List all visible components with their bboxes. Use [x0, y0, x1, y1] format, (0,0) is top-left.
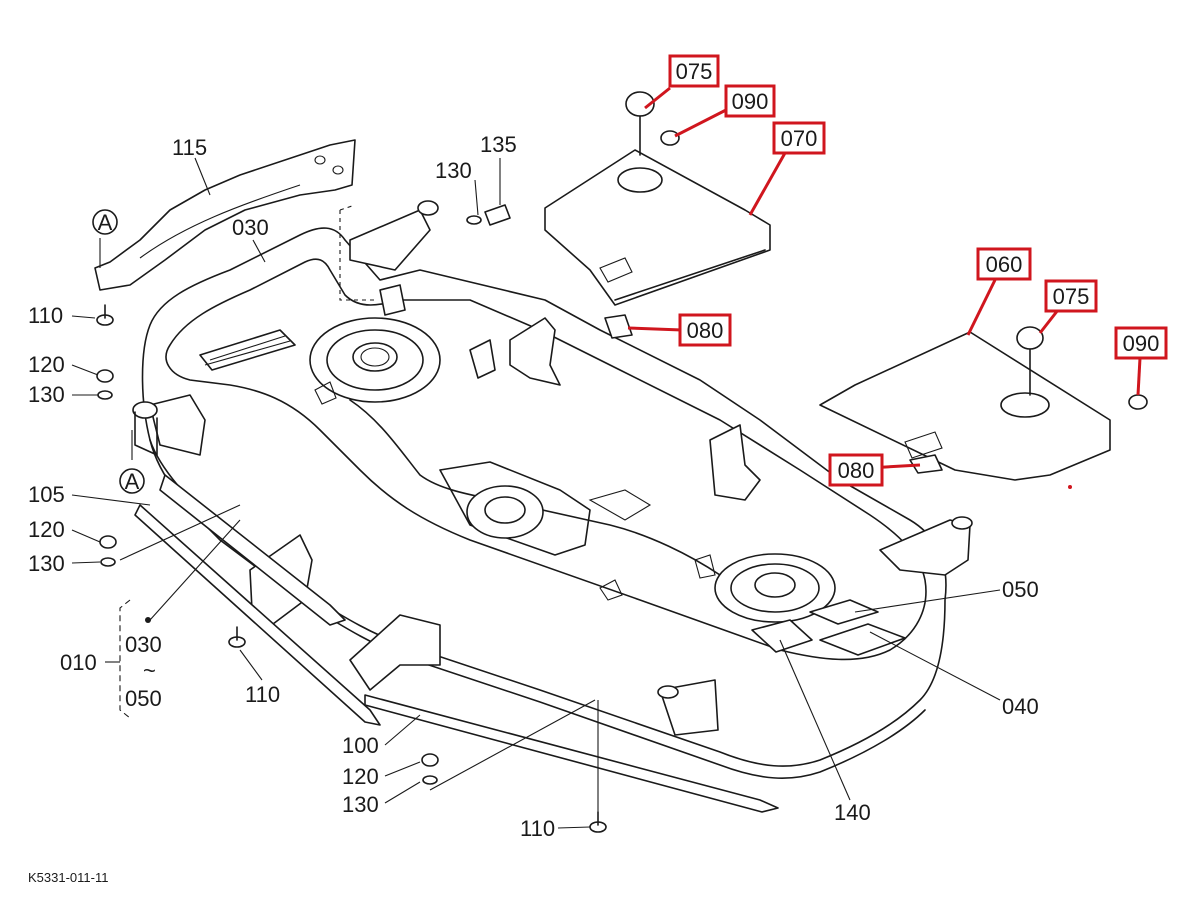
svg-text:075: 075 — [1053, 284, 1090, 309]
label-135: 135 — [480, 132, 517, 157]
svg-text:A: A — [125, 469, 140, 494]
bolt-135 — [484, 204, 511, 226]
cover-plate-070 — [544, 149, 771, 306]
washer-130-top — [466, 215, 482, 225]
label-120-b: 120 — [28, 517, 65, 542]
highlight-label-080-left: 080 — [678, 313, 732, 347]
highlight-label-090-lower: 090 — [1114, 326, 1168, 360]
front-guard-bracket-115 — [94, 139, 356, 291]
bolt-110-left-top — [96, 304, 114, 326]
svg-text:A: A — [98, 210, 113, 235]
svg-text:090: 090 — [1123, 331, 1160, 356]
label-120-a: 120 — [28, 352, 65, 377]
mower-deck-housing — [132, 200, 973, 779]
label-130-b: 130 — [28, 551, 65, 576]
cover-plate-060 — [819, 331, 1111, 481]
reference-dash-lines — [99, 204, 375, 460]
washer-130-left-top — [97, 390, 113, 400]
bolt-110-lower-left — [228, 626, 246, 648]
part-labels: 115 030 110 120 130 105 120 130 030 ~ 01… — [28, 132, 1039, 841]
label-120-c: 120 — [342, 764, 379, 789]
washer-130-left-mid — [100, 557, 116, 567]
label-tilde: ~ — [143, 658, 156, 683]
label-050: 050 — [1002, 577, 1039, 602]
seal-080-right — [909, 454, 943, 474]
label-110-b: 110 — [245, 682, 280, 707]
group-bracket-010 — [105, 599, 151, 719]
highlight-label-075-lower: 075 — [1044, 279, 1098, 313]
nut-120-left-top — [96, 369, 114, 383]
label-040: 040 — [1002, 694, 1039, 719]
highlight-label-090-upper: 090 — [724, 84, 776, 118]
lower-skirt-100 — [364, 694, 779, 813]
label-010: 010 — [60, 650, 97, 675]
nut-090-upper — [660, 130, 680, 146]
svg-text:080: 080 — [838, 458, 875, 483]
knob-075-lower — [1016, 326, 1044, 396]
label-030-range: 030 — [125, 632, 162, 657]
highlight-label-075-upper: 075 — [668, 54, 720, 88]
leader-lines — [71, 157, 1001, 829]
label-130-c: 130 — [342, 792, 379, 817]
label-100: 100 — [342, 733, 379, 758]
label-110-c: 110 — [520, 816, 555, 841]
label-140: 140 — [834, 800, 871, 825]
nut-120-lower — [421, 753, 439, 767]
label-110-a: 110 — [28, 303, 63, 328]
highlighted-part-labels: 075 090 070 060 075 090 080 080 — [668, 54, 1168, 487]
svg-text:080: 080 — [687, 318, 724, 343]
reference-mark-a-top: A — [92, 209, 118, 235]
label-115: 115 — [172, 135, 207, 160]
seal-080-left — [604, 314, 633, 339]
reference-mark-a-bottom: A — [119, 468, 145, 494]
svg-text:090: 090 — [732, 89, 769, 114]
label-105: 105 — [28, 482, 65, 507]
diagram-reference-code: K5331-011-11 — [28, 870, 108, 885]
lower-skirt-105 — [134, 474, 381, 726]
washer-130-lower — [422, 775, 438, 785]
svg-text:075: 075 — [676, 59, 713, 84]
label-050-range: 050 — [125, 686, 162, 711]
bolt-110-lower-right — [589, 811, 607, 833]
knob-075-upper — [625, 91, 655, 156]
label-030: 030 — [232, 215, 269, 240]
highlight-label-080-right: 080 — [828, 453, 884, 487]
highlight-label-070: 070 — [772, 121, 826, 155]
label-130-a: 130 — [28, 382, 65, 407]
highlight-label-060: 060 — [976, 247, 1032, 281]
nut-090-lower — [1128, 394, 1148, 410]
svg-text:070: 070 — [781, 126, 818, 151]
marker-dot — [1068, 485, 1072, 489]
nut-120-left-mid — [99, 535, 117, 549]
svg-text:060: 060 — [986, 252, 1023, 277]
label-130-d: 130 — [435, 158, 472, 183]
